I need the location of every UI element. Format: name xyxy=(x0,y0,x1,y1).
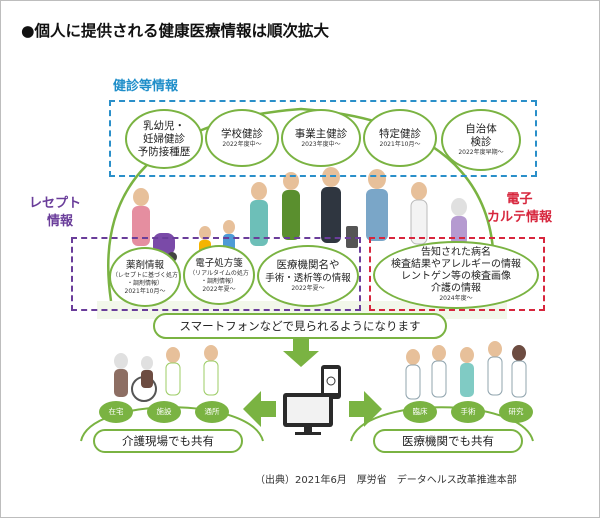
bubble-jichitai-line1: 自治体 xyxy=(465,123,497,135)
page-title: ●個人に提供される健康医療情報は順次拡大 xyxy=(21,22,330,40)
bubble-jichitai-line2: 検診 xyxy=(470,136,492,148)
tag-zaitaku: 在宅 xyxy=(99,401,133,423)
bubble-karte-line3: レントゲン等の検査画像 xyxy=(401,271,511,282)
category-karte: 電子 カルテ情報 xyxy=(487,191,552,227)
bubble-gakkou-date: 2022年度中〜 xyxy=(222,140,262,148)
category-receipt: レセプト 情報 xyxy=(29,195,81,231)
category-karte-line2: カルテ情報 xyxy=(487,210,553,225)
left-arrow xyxy=(243,391,276,427)
right-arrow xyxy=(349,391,382,427)
category-karte-line1: 電子 xyxy=(506,192,533,207)
bubble-yakuzai-sub1: （レセプトに基づく処方 xyxy=(111,271,178,279)
bubble-karte-line1: 告知された病名 xyxy=(421,247,491,258)
bubble-iryoukikan-date: 2022年夏〜 xyxy=(291,285,325,292)
bubble-denshi-shohousen-sub1: （リアルタイムの処方 xyxy=(189,269,249,277)
bubble-nyuyouji-line3: 予防接種歴 xyxy=(137,145,191,158)
tag-kenkyuu: 研究 xyxy=(499,401,533,423)
care-people xyxy=(114,345,219,402)
bubble-jigyounushi: 事業主健診 2023年度中〜 xyxy=(281,109,361,167)
bubble-denshi-shohousen-date: 2022年夏〜 xyxy=(202,285,236,293)
bubble-nyuyouji-line1: 乳幼児・ xyxy=(143,119,185,132)
bubble-karte: 告知された病名 検査結果やアレルギーの情報 レントゲン等の検査画像 介護の情報 … xyxy=(373,241,539,309)
right-arc xyxy=(350,406,534,442)
tag-shisetsu: 施設 xyxy=(147,401,181,423)
bubble-jigyounushi-label: 事業主健診 xyxy=(294,127,348,140)
smartphone-icon xyxy=(321,365,341,399)
bubble-yakuzai-label: 薬剤情報 xyxy=(125,259,164,271)
bubble-gakkou-label: 学校健診 xyxy=(221,127,263,140)
source-note: （出典）2021年6月 厚労省 データヘルス改革推進本部 xyxy=(255,475,517,486)
kenshin-dashed-box xyxy=(109,100,537,177)
smartphone-banner: スマートフォンなどで見られるようになります xyxy=(153,313,447,339)
bubble-tokutei: 特定健診 2021年10月〜 xyxy=(363,109,437,167)
tag-rinshou: 臨床 xyxy=(403,401,437,423)
bubble-nyuyouji-line2: 妊婦健診 xyxy=(143,132,185,145)
category-kenshin: 健診等情報 xyxy=(113,79,179,94)
bubble-denshi-shohousen-label: 電子処方箋 xyxy=(195,257,243,269)
caption-iryoukikan: 医療機関でも共有 xyxy=(373,429,523,453)
down-arrow xyxy=(283,337,319,367)
medical-people xyxy=(405,341,527,400)
bubble-jichitai: 自治体 検診 2022年度早期〜 xyxy=(441,109,521,171)
bubble-karte-date: 2024年度〜 xyxy=(439,295,473,302)
bubble-denshi-shohousen-sub2: ・調剤情報） xyxy=(200,277,237,285)
bubble-jichitai-date: 2022年度早期〜 xyxy=(458,149,504,156)
bubble-yakuzai-sub2: ・調剤情報） xyxy=(126,279,163,287)
dome-outline xyxy=(107,107,495,302)
category-receipt-line1: レセプト xyxy=(29,196,82,211)
bubble-tokutei-label: 特定健診 xyxy=(379,127,421,140)
receipt-dashed-box xyxy=(71,237,361,311)
bubble-iryoukikan-line1: 医療機関名や xyxy=(276,259,340,271)
tag-tsusho: 通所 xyxy=(195,401,229,423)
bubble-karte-line4: 介護の情報 xyxy=(431,283,481,294)
bubble-denshi-shohousen: 電子処方箋 （リアルタイムの処方 ・調剤情報） 2022年夏〜 xyxy=(183,245,255,305)
bubble-yakuzai: 薬剤情報 （レセプトに基づく処方 ・調剤情報） 2021年10月〜 xyxy=(109,247,181,307)
bubble-gakkou: 学校健診 2022年度中〜 xyxy=(205,109,279,167)
bubble-nyuyouji: 乳幼児・ 妊婦健診 予防接種歴 xyxy=(125,109,203,169)
bubble-yakuzai-date: 2021年10月〜 xyxy=(124,287,166,295)
monitor-icon xyxy=(283,393,333,435)
caption-kaigo: 介護現場でも共有 xyxy=(93,429,243,453)
category-receipt-line2: 情報 xyxy=(47,214,74,229)
bubble-iryoukikan-line2: 手術・透析等の情報 xyxy=(265,273,351,284)
bubble-iryoukikan: 医療機関名や 手術・透析等の情報 2022年夏〜 xyxy=(257,245,359,307)
bubble-jigyounushi-date: 2023年度中〜 xyxy=(301,140,341,148)
tag-shujutsu: 手術 xyxy=(451,401,485,423)
bubble-karte-line2: 検査結果やアレルギーの情報 xyxy=(391,259,521,270)
bubble-tokutei-date: 2021年10月〜 xyxy=(379,140,421,148)
karte-dashed-box xyxy=(369,237,545,311)
